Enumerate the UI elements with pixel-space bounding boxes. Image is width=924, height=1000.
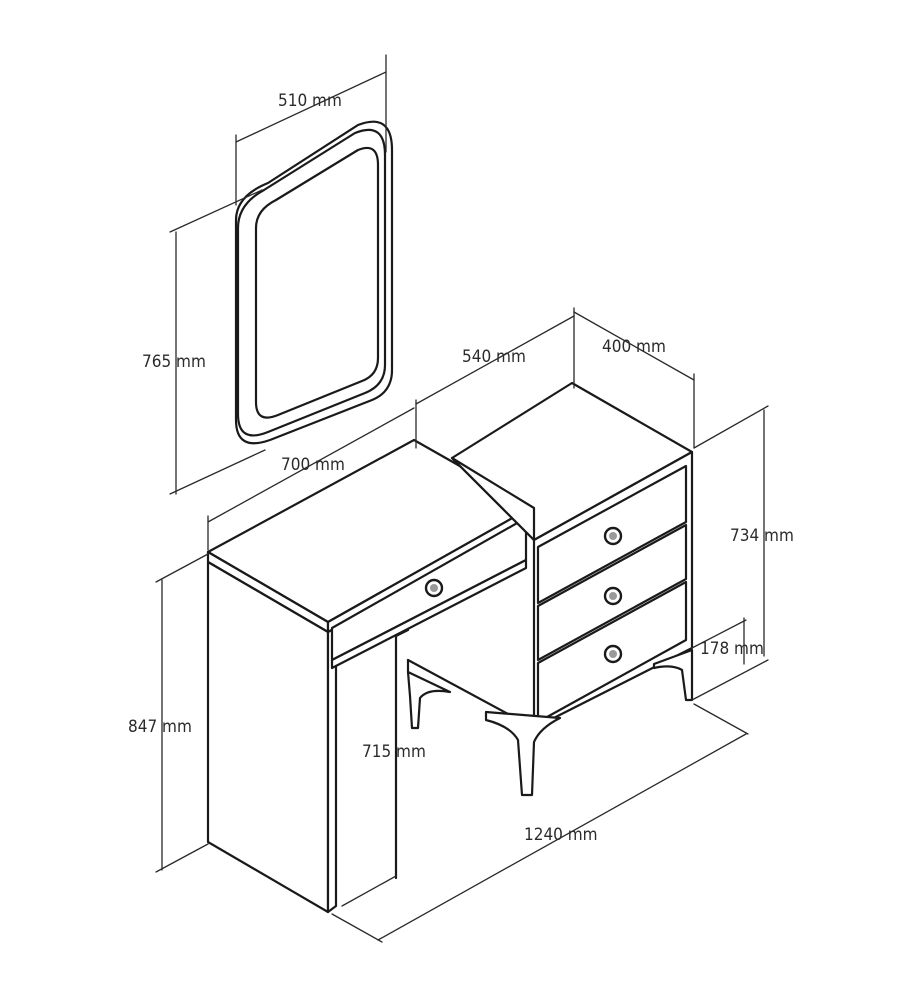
mirror-height-label: 765 mm: [142, 352, 206, 372]
right-leg: [652, 648, 694, 702]
front-leg: [484, 710, 562, 797]
total-width-dimension: [331, 703, 749, 943]
mirror-frame-outer: [234, 120, 394, 445]
mirror: [234, 120, 394, 445]
desk-height-label: 847 mm: [128, 717, 192, 737]
knee-height-dimension: [341, 875, 397, 907]
desk-height-dimension: [155, 553, 209, 873]
desk-depth-dimension: [207, 407, 415, 551]
desk-depth-label: 700 mm: [281, 455, 345, 475]
desk-apron: [330, 558, 528, 670]
total-width-label: 1240 mm: [524, 825, 598, 845]
leg-height-dimension: [691, 617, 769, 701]
leg-height-label: 178 mm: [700, 639, 764, 659]
mirror-width-dimension: [235, 54, 387, 206]
cabinet-width-dimension: [415, 315, 575, 449]
cabinet-drawer-knob-1: [603, 526, 623, 546]
cabinet-width-label: 540 mm: [462, 347, 526, 367]
cabinet-depth-label: 400 mm: [602, 337, 666, 357]
cabinet-drawer-knob-2: [603, 586, 623, 606]
mirror-frame-front: [236, 128, 387, 437]
knee-height-label: 715 mm: [362, 742, 426, 762]
desk-drawer-knob: [424, 578, 444, 598]
desk-unit: [206, 438, 534, 914]
cabinet-height-label: 734 mm: [730, 526, 794, 546]
mirror-height-dimension: [169, 189, 266, 495]
mirror-width-label: 510 mm: [278, 91, 342, 111]
left-leg: [406, 670, 452, 730]
cabinet-depth-dimension: [573, 307, 695, 449]
desk-inner-panel-top: [394, 628, 410, 638]
cabinet-left-side: [450, 456, 536, 542]
cabinet-height-dimension: [693, 405, 769, 657]
cabinet-drawer-knob-3: [603, 644, 623, 664]
desk-panel-front-edge: [326, 626, 338, 914]
cabinet-legs: [406, 648, 694, 797]
mirror-glass: [254, 146, 380, 419]
